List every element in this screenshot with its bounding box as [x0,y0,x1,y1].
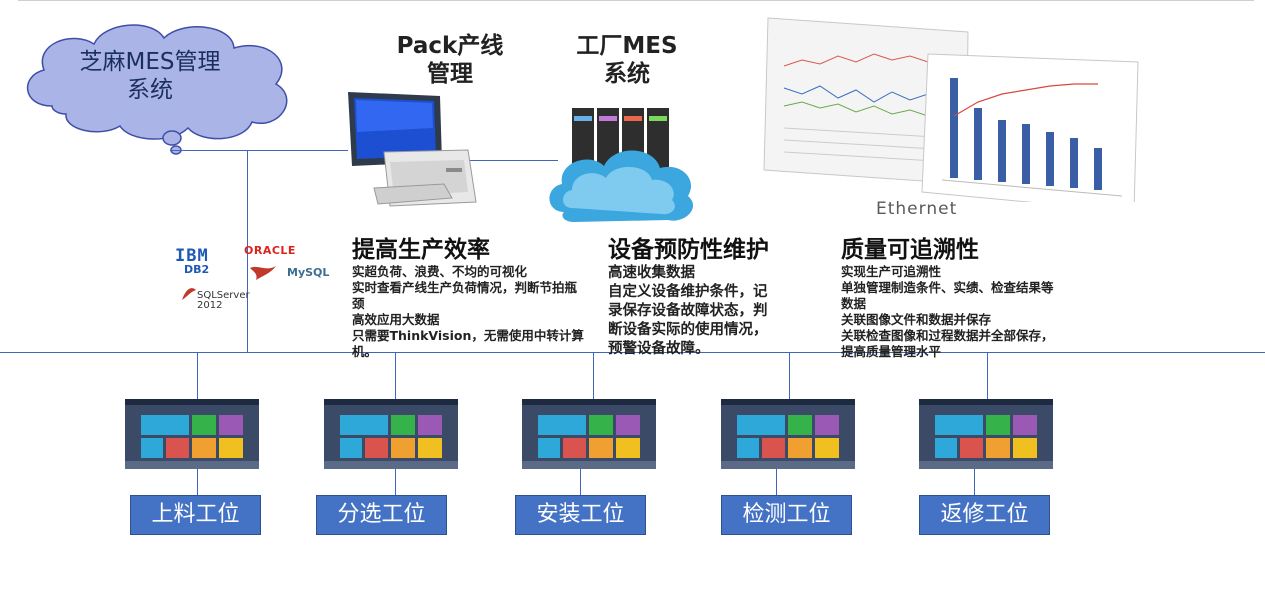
sqlserver-year: 2012 [197,300,223,311]
station-rework: 返修工位 [919,495,1050,535]
feature-desc-efficiency: 实超负荷、浪费、不均的可视化 实时查看产线生产负荷情况，判断节拍瓶 颈 高效应用… [352,264,584,359]
feature-title-traceability: 质量可追溯性 [841,237,979,263]
drop-station-1 [197,352,198,399]
dashboard-charts-icon [763,17,1139,202]
link-cloud-to-pc [170,150,348,151]
link-pc-to-server [470,160,558,161]
station-panel-2 [324,399,458,469]
mes-cloud-label: 芝麻MES管理 系统 [60,48,240,104]
station-assembly: 安装工位 [515,495,646,535]
db2-logo: DB2 [184,263,210,276]
ibm-logo: IBM [175,246,209,266]
station-sorting: 分选工位 [316,495,447,535]
connector-station-2 [395,469,396,495]
drop-station-5 [987,352,988,399]
factory-mes-title: 工厂MES 系统 [576,33,678,87]
station-panel-5 [919,399,1053,469]
pack-title: Pack产线 管理 [396,33,504,87]
server-cloud-icon [549,108,694,222]
feature-desc-maintenance: 高速收集数据 自定义设备维护条件，记 录保存设备故障状态，判 断设备实际的使用情… [608,265,768,357]
network-bus [0,352,1265,353]
ethernet-label: Ethernet [876,199,958,219]
sqlserver-icon [182,288,196,300]
top-divider [18,0,1254,1]
feature-title-efficiency: 提高生产效率 [352,237,490,263]
cloud-title-line1: 芝麻MES管理 [79,49,221,75]
station-panel-4 [721,399,855,469]
connector-station-5 [974,469,975,495]
drop-station-2 [395,352,396,399]
connector-station-4 [776,469,777,495]
station-panel-1 [125,399,259,469]
feature-desc-traceability: 实现生产可追溯性 单独管理制造条件、实绩、检查结果等 数据 关联图像文件和数据并… [841,264,1054,359]
feature-title-maintenance: 设备预防性维护 [608,237,769,263]
station-panel-3 [522,399,656,469]
link-vertical-db [247,150,248,352]
station-loading: 上料工位 [130,495,261,535]
cloud-title-line2: 系统 [127,77,173,103]
computer-icon [348,92,477,207]
connector-station-1 [197,469,198,495]
drop-station-3 [593,352,594,399]
mes-cloud-icon [27,24,288,155]
sqlserver-logo: SQLServer [197,290,250,301]
station-inspection: 检测工位 [721,495,852,535]
oracle-logo: ORACLE [244,244,296,257]
mysql-logo: MySQL [287,266,330,279]
connector-station-3 [580,469,581,495]
db-bird-icon [250,266,276,280]
drop-station-4 [789,352,790,399]
